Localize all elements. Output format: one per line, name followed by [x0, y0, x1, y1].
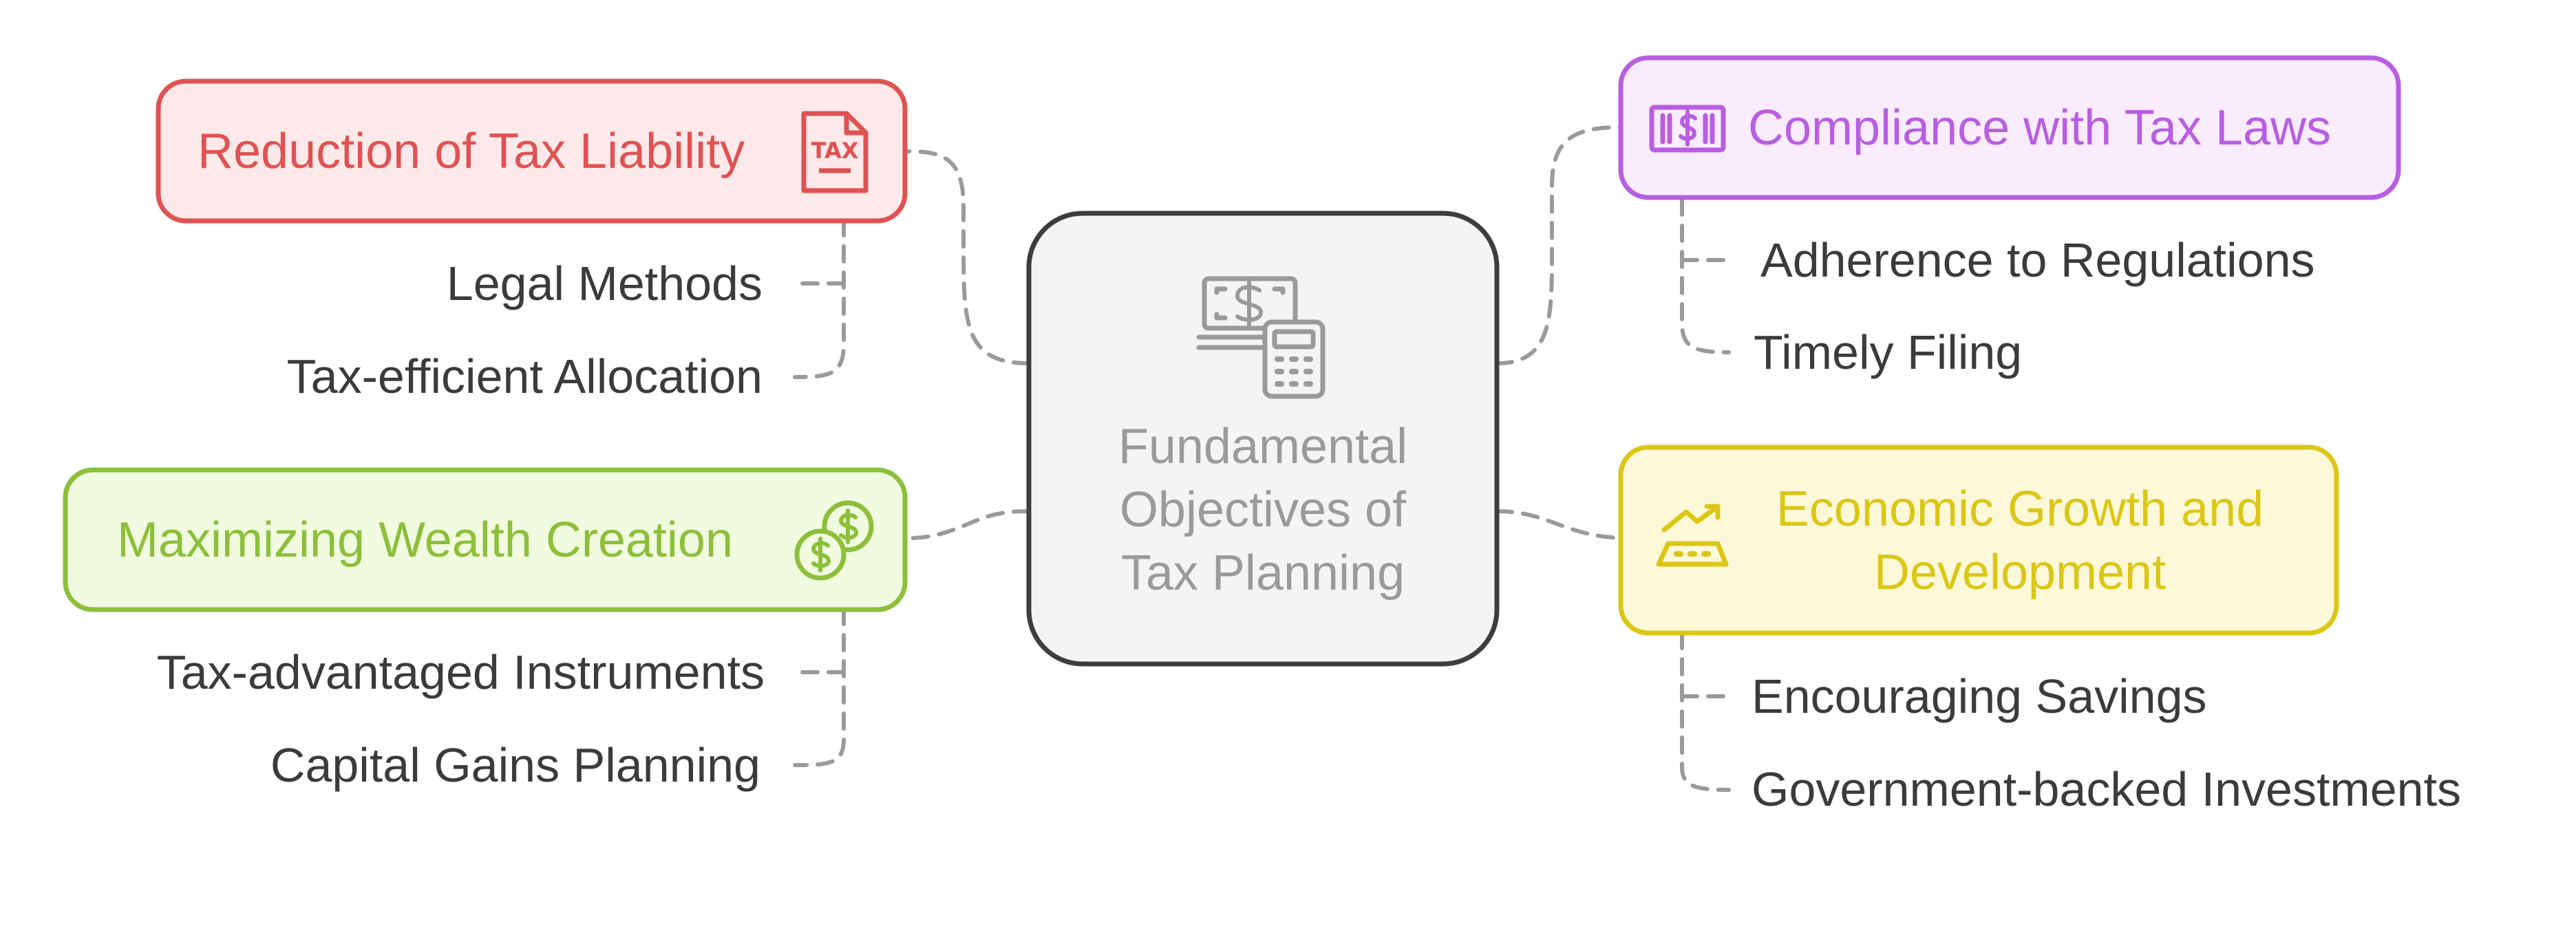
growth-node — [1618, 444, 2339, 636]
item-tax-efficient-allocation: Tax-efficient Allocation — [286, 350, 763, 403]
item-timely-filing: Timely Filing — [1754, 325, 2023, 379]
item-legal-methods: Legal Methods — [446, 257, 763, 310]
connector-growth-items — [1680, 631, 1731, 792]
compliance-title: Compliance with Tax Laws — [1748, 100, 2332, 155]
money-calculator-icon — [1196, 276, 1326, 399]
svg-text:TAX: TAX — [811, 138, 859, 164]
growth-chart-icon — [1656, 504, 1729, 567]
connector-center-wealth — [906, 509, 1031, 540]
item-encouraging-savings: Encouraging Savings — [1752, 669, 2207, 723]
center-title-line-1: Fundamental — [1118, 419, 1408, 474]
wealth-node — [63, 467, 908, 612]
growth-title-line-2: Development — [1873, 545, 2167, 600]
compliance-node — [1618, 55, 2401, 200]
item-adherence-to-regulations: Adherence to Regulations — [1760, 233, 2315, 287]
growth-title-line-1: Economic Growth and — [1776, 482, 2264, 537]
item-tax-advantaged-instruments: Tax-advantaged Instruments — [156, 645, 765, 699]
growth-title: Economic Growth and Development — [1724, 478, 2316, 604]
connector-center-growth — [1495, 509, 1623, 540]
center-title: Fundamental Objectives of Tax Planning — [1032, 415, 1493, 605]
reduction-title: Reduction of Tax Liability — [198, 124, 745, 179]
connector-center-reduction — [906, 149, 1031, 365]
wealth-title: Maximizing Wealth Creation — [117, 513, 734, 568]
connector-center-compliance — [1495, 125, 1623, 365]
center-node — [1026, 211, 1500, 667]
tax-document-icon: TAX — [801, 111, 869, 193]
reduction-node — [156, 78, 908, 224]
cash-stack-icon — [1649, 105, 1726, 153]
connector-compliance-items — [1680, 197, 1731, 354]
center-title-line-2: Objectives of — [1119, 482, 1407, 537]
connector-wealth-items — [793, 607, 846, 767]
item-capital-gains-planning: Capital Gains Planning — [270, 738, 760, 792]
center-title-line-3: Tax Planning — [1120, 546, 1405, 601]
item-government-backed-investments: Government-backed Investments — [1752, 762, 2462, 816]
connectors — [793, 125, 1731, 792]
dollar-coins-icon — [794, 500, 874, 581]
connector-reduction-items — [793, 218, 846, 379]
